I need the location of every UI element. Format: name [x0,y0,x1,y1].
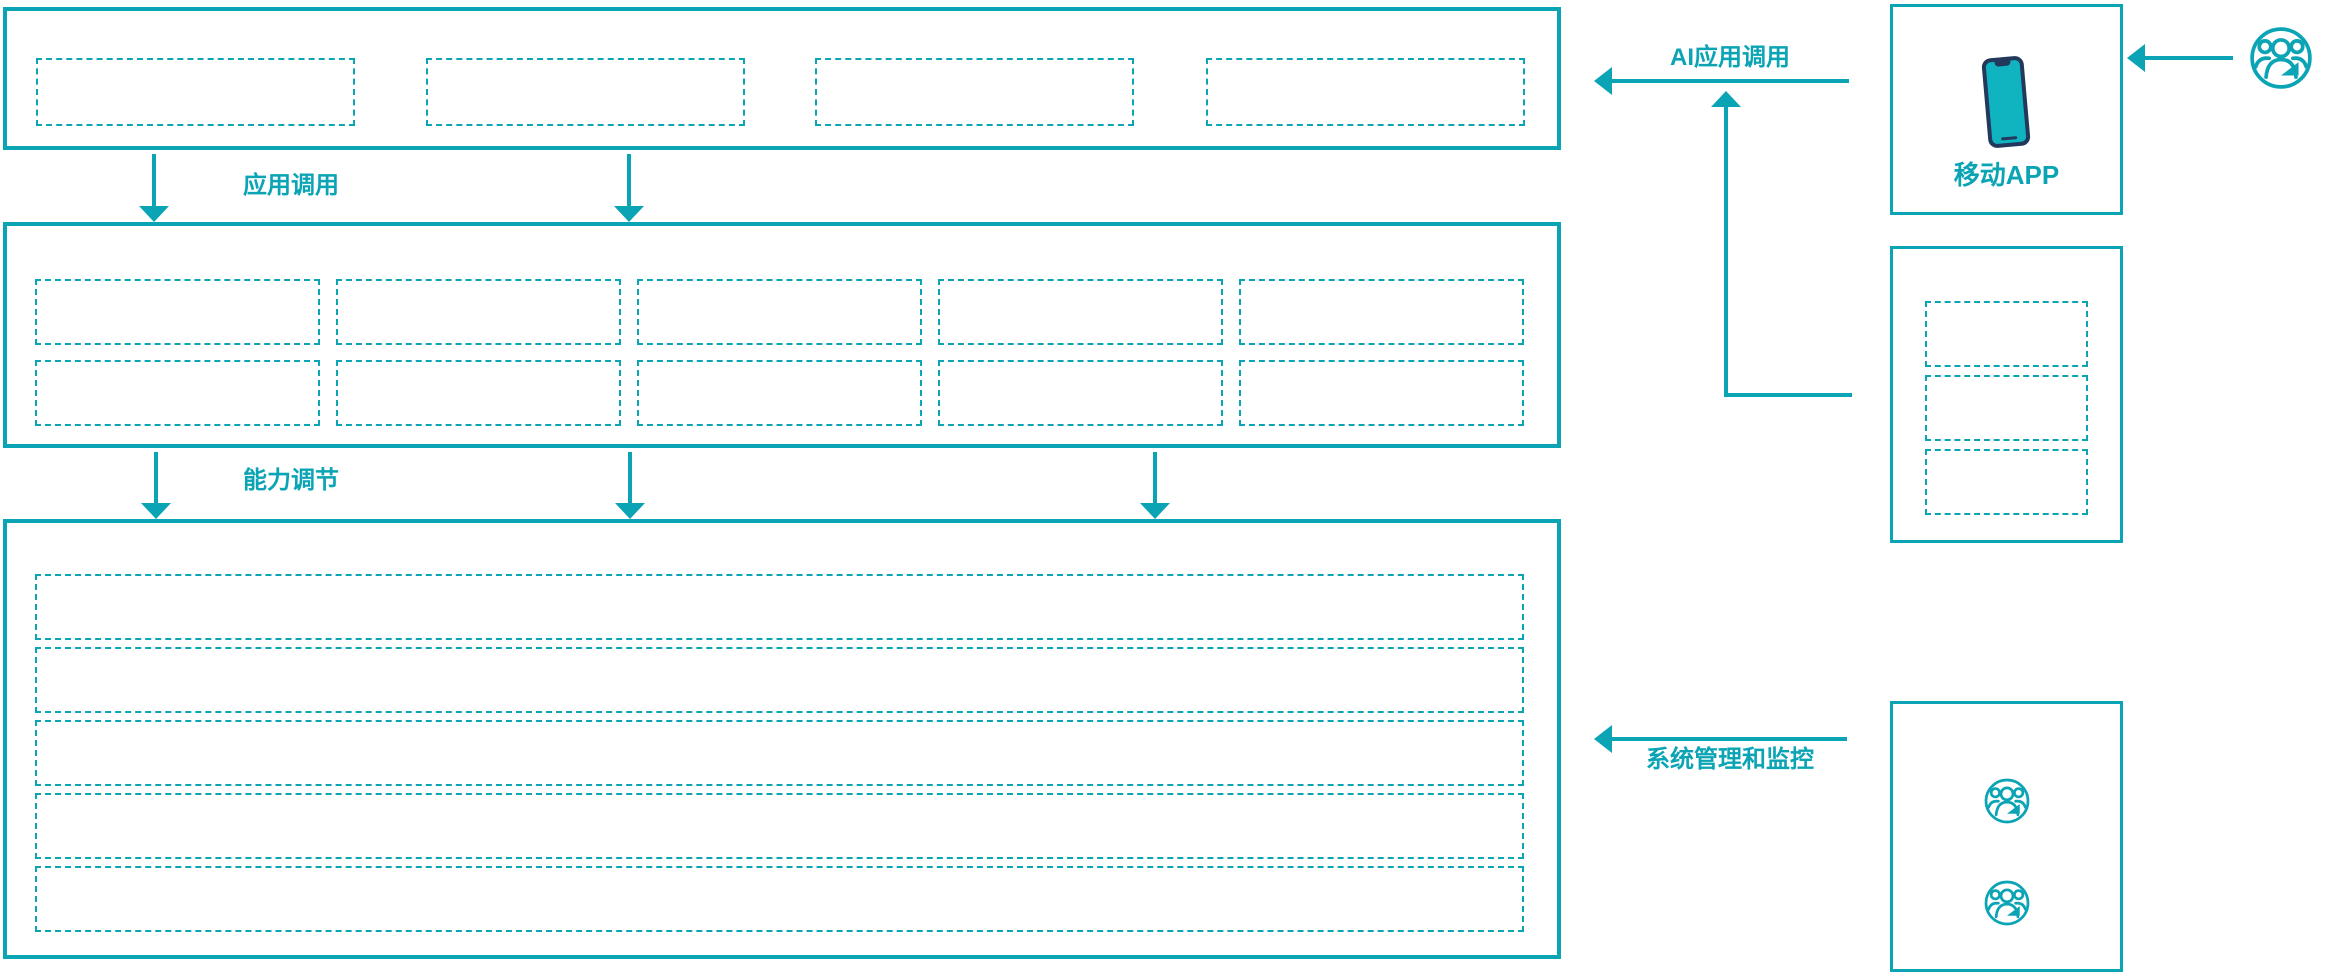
placeholder-box [35,279,320,345]
down-arrow-head [614,206,644,222]
mobile-app-box: 移动APP [1890,4,2123,215]
placeholder-box [1925,449,2088,515]
placeholder-box [35,360,320,426]
system-monitor-label: 系统管理和监控 [1646,746,1814,773]
service-placeholders [1893,301,2120,515]
ai-app-call-label: AI应用调用 [1670,44,1790,71]
app-call-label: 应用调用 [243,172,339,199]
down-arrow-line [154,452,158,504]
phone-homebar [2001,136,2018,141]
down-arrow-head [615,503,645,519]
placeholder-box [1206,58,1525,126]
placeholder-box [1239,360,1524,426]
capability-adjust-label: 能力调节 [243,467,339,494]
placeholder-box [1239,279,1524,345]
placeholder-box [938,279,1223,345]
placeholder-box [36,58,355,126]
placeholder-box [938,360,1223,426]
placeholder-box [1925,375,2088,441]
connector-vertical-line [1724,107,1728,395]
placeholder-box [426,58,745,126]
placeholder-box [35,793,1524,859]
placeholder-box [637,360,922,426]
down-arrow-head [1140,503,1170,519]
smartphone-icon [1981,55,2031,149]
connector-horizontal-line [1724,393,1852,397]
down-arrow-line [1153,452,1157,504]
phone-notch [1994,59,2011,67]
placeholder-box [637,279,922,345]
down-arrow-head [141,503,171,519]
capability-row-1 [35,279,1524,345]
sys-monitor-arrow-head [1594,725,1612,753]
placeholder-box [1925,301,2088,367]
ai-call-arrow-head [1594,67,1612,95]
placeholder-box [35,647,1524,713]
placeholder-box [35,574,1524,640]
platform-layer-box [3,519,1561,959]
monitor-panel-box [1890,701,2123,972]
service-panel-box [1890,246,2123,543]
placeholder-box [815,58,1134,126]
platform-rows [35,574,1524,932]
placeholder-box [336,279,621,345]
placeholder-box [336,360,621,426]
down-arrow-head [139,206,169,222]
down-arrow-line [627,154,631,207]
capability-row-2 [35,360,1524,426]
users-group-icon [1983,878,2031,928]
users-group-icon [1983,776,2031,826]
user-arrow-line [2145,56,2233,60]
placeholder-box [35,866,1524,932]
monitor-user-icons [1893,776,2120,928]
mobile-app-label: 移动APP [1953,160,2060,190]
users-group-icon [2248,24,2314,92]
connector-up-arrow-head [1711,91,1741,107]
application-layer-box [3,7,1561,150]
down-arrow-line [628,452,632,504]
capability-layer-box [3,222,1561,448]
sys-monitor-arrow-line [1612,737,1847,741]
user-arrow-head [2127,44,2145,72]
ai-call-arrow-line [1612,79,1849,83]
placeholder-box [35,720,1524,786]
down-arrow-line [152,154,156,207]
